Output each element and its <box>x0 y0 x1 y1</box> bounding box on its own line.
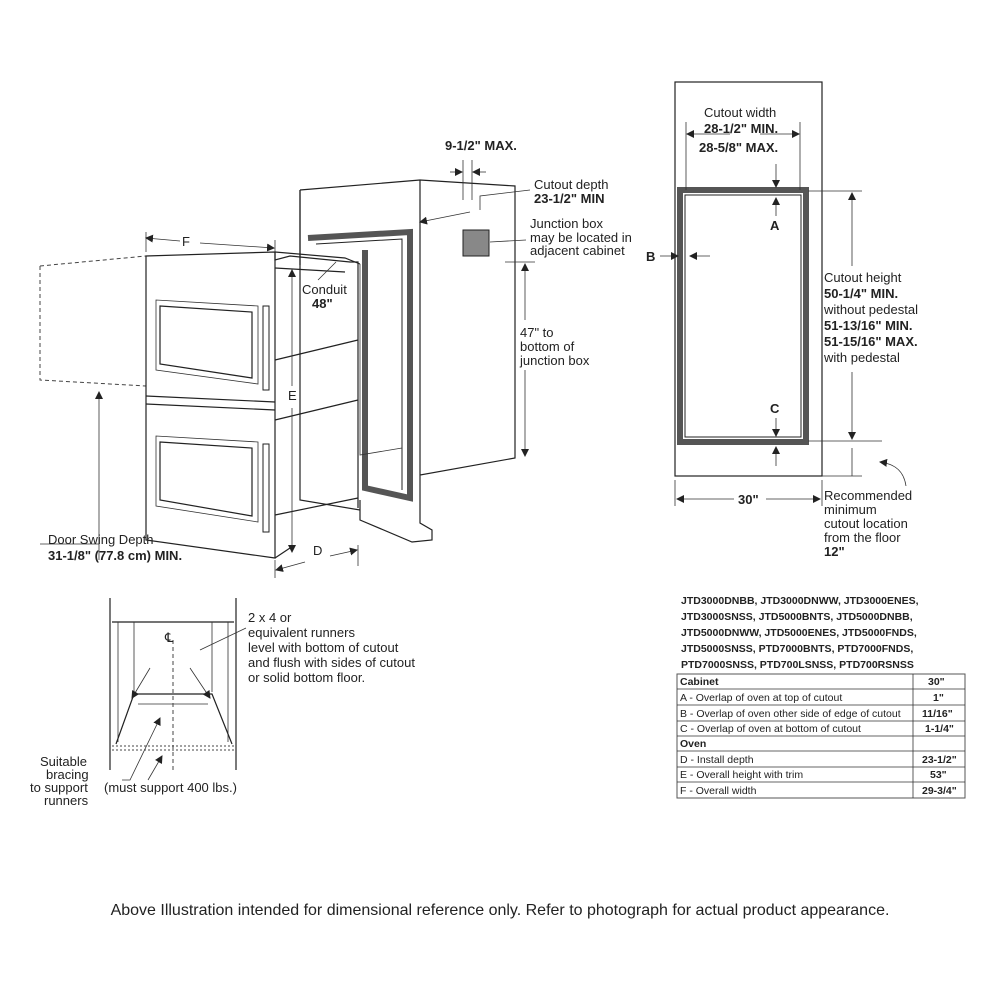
label-door-swing: Door Swing Depth <box>48 532 154 547</box>
table-row-label: F - Overall width <box>680 785 757 797</box>
table-row-value: 1" <box>933 692 944 704</box>
table-row-label: C - Overlap of oven at bottom of cutout <box>680 723 861 735</box>
model-line: JTD3000SNSS, JTD5000BNTS, JTD5000DNBB, <box>681 611 913 623</box>
model-line: JTD3000DNBB, JTD3000DNWW, JTD3000ENES, <box>681 595 919 607</box>
model-line: PTD7000SNSS, PTD700LSNSS, PTD700RSNSS <box>681 659 914 671</box>
label-runners-3: level with bottom of cutout <box>248 640 399 655</box>
model-line: JTD5000DNWW, JTD5000ENES, JTD5000FNDS, <box>681 627 917 639</box>
label-b: B <box>646 249 655 264</box>
label-f: F <box>182 234 190 249</box>
label-cutout-location: cutout location <box>824 516 908 531</box>
cutout-frame <box>677 187 809 445</box>
label-bracing-1: Suitable <box>40 754 87 769</box>
cutout-elevation-drawing <box>660 81 907 506</box>
label-runners-5: or solid bottom floor. <box>248 670 365 685</box>
label-width-30: 30" <box>738 492 759 507</box>
label-conduit-value: 48" <box>312 296 333 311</box>
footer-disclaimer: Above Illustration intended for dimensio… <box>110 902 890 919</box>
model-line: JTD5000SNSS, PTD7000BNTS, PTD7000FNDS, <box>681 643 913 655</box>
runners-detail-drawing <box>109 598 247 781</box>
label-junction-2: may be located in <box>530 230 632 245</box>
label-door-swing-value: 31-1/8" (77.8 cm) MIN. <box>48 548 182 563</box>
label-bracing-4: runners <box>44 793 89 808</box>
label-junction-3: adjacent cabinet <box>530 243 625 258</box>
label-pedestal-min: 51-13/16" MIN. <box>824 318 913 333</box>
label-cutout-depth-value: 23-1/2" MIN <box>534 191 604 206</box>
label-a: A <box>770 218 780 233</box>
label-without-pedestal: without pedestal <box>823 302 918 317</box>
label-bracing-2: bracing <box>46 767 89 782</box>
junction-box <box>462 229 490 257</box>
upper-oven-window <box>159 305 253 379</box>
spec-table: Cabinet 30" A - Overlap of oven at top o… <box>676 673 966 799</box>
table-row-value: 1-1/4" <box>925 723 954 735</box>
label-47-2: bottom of <box>520 339 575 354</box>
table-row-value: 23-1/2" <box>922 754 957 766</box>
label-max-9-1-2: 9-1/2" MAX. <box>445 138 517 153</box>
label-junction-1: Junction box <box>530 216 603 231</box>
label-cutout-height-min: 50-1/4" MIN. <box>824 286 898 301</box>
door-swing-outline <box>39 255 147 387</box>
table-row-value: 11/16" <box>922 708 953 720</box>
label-runners-1: 2 x 4 or <box>248 610 292 625</box>
lower-oven-window <box>159 441 253 517</box>
label-floor-12: 12" <box>824 544 845 559</box>
table-row-label: A - Overlap of oven at top of cutout <box>680 692 842 704</box>
table-row-label: Cabinet <box>680 676 719 688</box>
upper-handle <box>262 305 270 391</box>
label-c: C <box>770 401 780 416</box>
label-runners-4: and flush with sides of cutout <box>248 655 415 670</box>
label-support-400: (must support 400 lbs.) <box>104 780 237 795</box>
table-row-value: 53" <box>930 769 947 781</box>
lower-handle <box>262 443 270 533</box>
label-d: D <box>313 543 322 558</box>
cutout-trim-frame <box>307 228 413 502</box>
model-list: JTD3000DNBB, JTD3000DNWW, JTD3000ENES, J… <box>681 595 919 671</box>
label-47-1: 47" to <box>520 325 554 340</box>
table-row-value: 29-3/4" <box>922 785 957 797</box>
label-pedestal-max: 51-15/16" MAX. <box>824 334 918 349</box>
label-e: E <box>288 388 297 403</box>
label-cutout-height: Cutout height <box>824 270 902 285</box>
label-conduit: Conduit <box>302 282 347 297</box>
label-recommended: Recommended <box>824 488 912 503</box>
table-row-label: B - Overlap of oven other side of edge o… <box>680 708 901 720</box>
label-bracing-3: to support <box>30 780 88 795</box>
label-from-floor: from the floor <box>824 530 901 545</box>
cabinet-outline <box>674 81 823 477</box>
label-cutout-width-min: 28-1/2" MIN. <box>704 121 778 136</box>
centerline-symbol: ℄ <box>164 630 174 645</box>
table-row-value: 30" <box>928 676 945 688</box>
label-cutout-width-max: 28-5/8" MAX. <box>699 140 778 155</box>
label-cutout-width: Cutout width <box>704 105 776 120</box>
label-with-pedestal: with pedestal <box>823 350 900 365</box>
table-row-label: Oven <box>680 738 706 750</box>
label-minimum: minimum <box>824 502 877 517</box>
table-row-label: E - Overall height with trim <box>680 769 803 781</box>
label-47-3: junction box <box>519 353 590 368</box>
label-runners-2: equivalent runners <box>248 625 355 640</box>
table-row-label: D - Install depth <box>680 754 754 766</box>
oven-cabinet-drawing <box>39 160 535 578</box>
label-cutout-depth: Cutout depth <box>534 177 608 192</box>
